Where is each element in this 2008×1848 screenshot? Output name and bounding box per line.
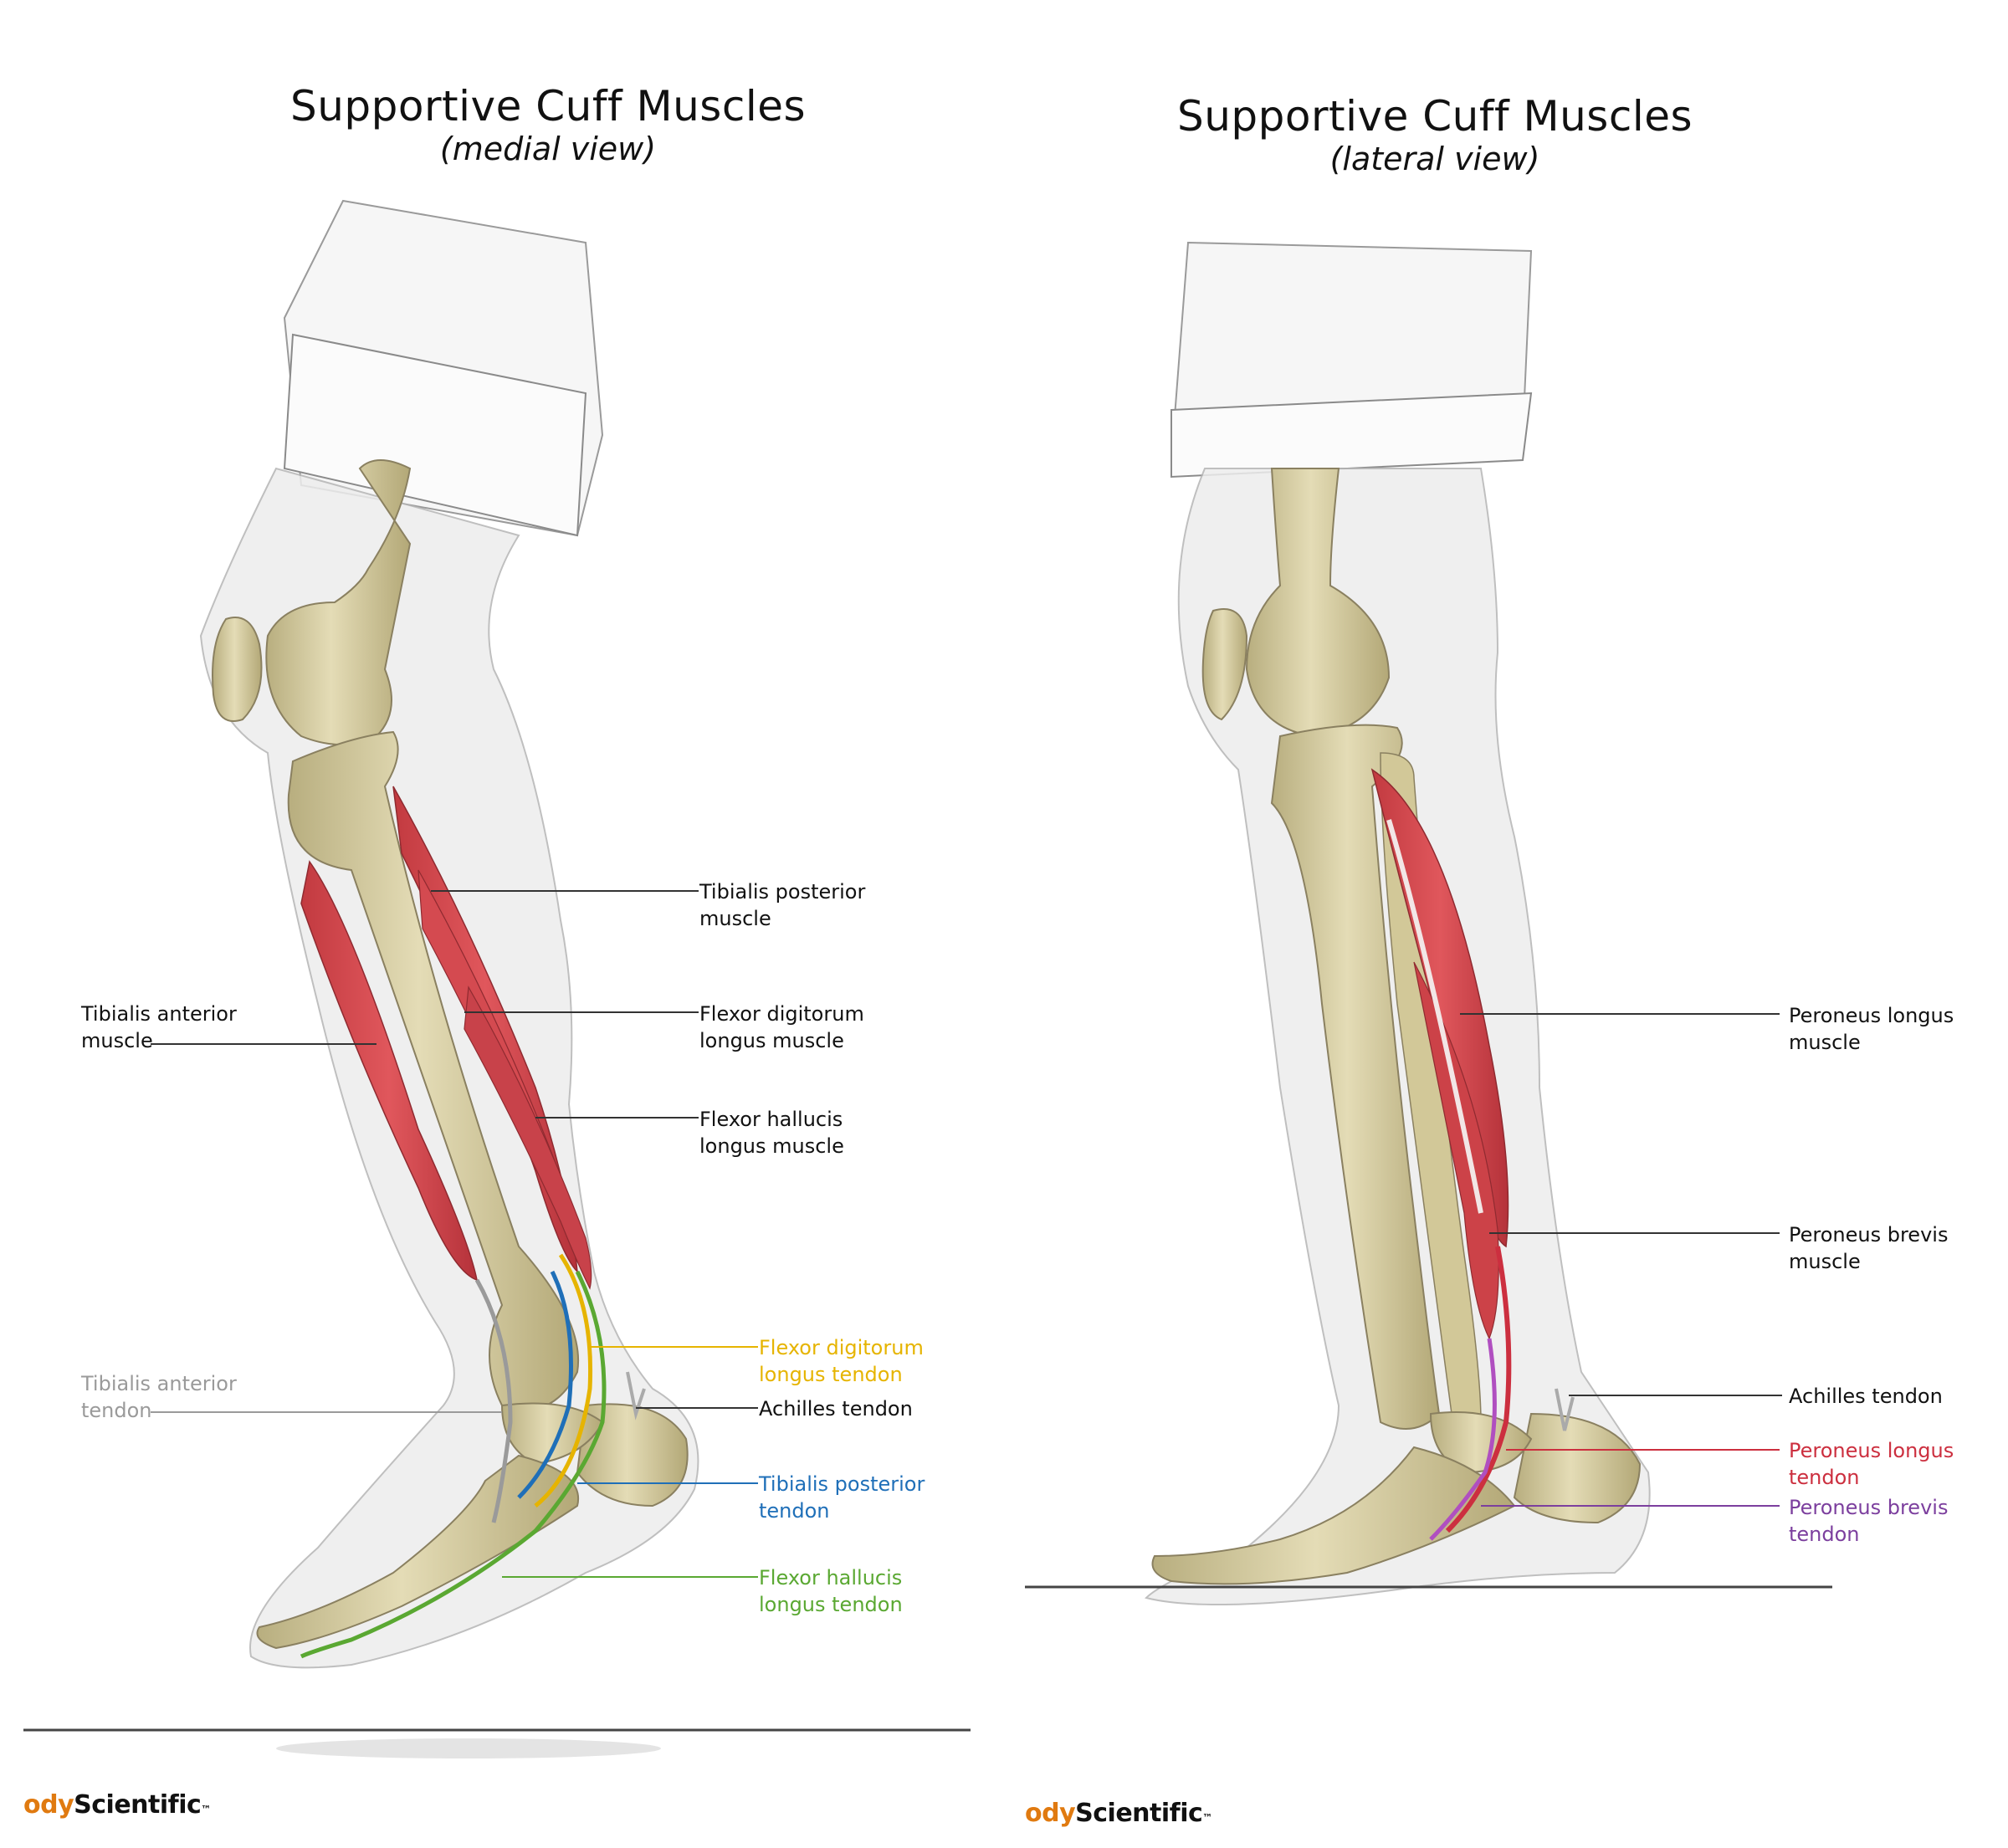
lateral-logo: odyScientific™ bbox=[1025, 1799, 1212, 1828]
medial-title: Supportive Cuff Muscles bbox=[289, 82, 807, 131]
medial-view-panel: Supportive Cuff Muscles (medial view) bbox=[0, 0, 996, 1848]
peroneus-brevis-tendon-path bbox=[1429, 1338, 1497, 1541]
lateral-title: Supportive Cuff Muscles bbox=[1176, 92, 1693, 141]
flexor-hallucis-longus-muscle bbox=[464, 985, 592, 1290]
medial-subtitle: (medial view) bbox=[439, 131, 657, 167]
tibialis-posterior-tendon-path bbox=[517, 1270, 573, 1499]
peroneus-longus-tendon-path bbox=[1445, 1246, 1512, 1533]
tibia bbox=[287, 730, 580, 1410]
label-achilles-tendon: Achilles tendon bbox=[759, 1397, 913, 1421]
calcaneus bbox=[576, 1403, 689, 1508]
lateral-view-panel: Supportive Cuff Muscles (lateral view) bbox=[996, 0, 2008, 1848]
talus bbox=[500, 1402, 604, 1466]
tibialis-anterior-tendon-path bbox=[474, 1278, 513, 1523]
lateral-leg-illustration bbox=[1025, 241, 1832, 1605]
medial-logo: odyScientific™ bbox=[23, 1790, 211, 1820]
label-achilles-tendon: Achilles tendon bbox=[1789, 1385, 1943, 1408]
patella bbox=[212, 617, 263, 722]
lateral-subtitle: (lateral view) bbox=[1329, 141, 1540, 177]
calcaneus bbox=[1513, 1412, 1642, 1524]
flexor-hallucis-longus-tendon-path bbox=[300, 1270, 607, 1659]
medial-leg-illustration bbox=[23, 199, 971, 1758]
pants-cuff bbox=[1170, 392, 1533, 479]
flexor-digitorum-longus-tendon-path bbox=[534, 1253, 593, 1508]
leg-skin-outline bbox=[1145, 468, 1651, 1605]
femur bbox=[265, 459, 412, 745]
achilles-tendon-shape bbox=[626, 1371, 646, 1421]
muscle-tendon-streak bbox=[1386, 819, 1483, 1214]
floor-shadow bbox=[276, 1738, 661, 1758]
patella bbox=[1201, 608, 1248, 721]
pants-cuff bbox=[283, 333, 587, 537]
achilles-tendon-shape bbox=[1555, 1388, 1575, 1431]
